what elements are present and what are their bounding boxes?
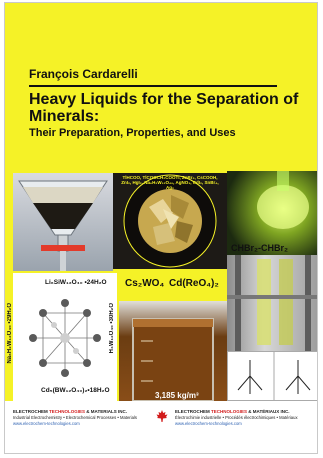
- publisher-right: ELECTROCHEM TECHNOLOGIES & MATÉRIAUX INC…: [175, 409, 298, 426]
- beaker-photo: [119, 301, 227, 403]
- glowing-flask-photo: [227, 171, 317, 255]
- structure-diagram: [227, 351, 317, 401]
- label-chbr: CHBr₂-CHBr₂: [231, 243, 288, 253]
- label-cswo: Cs₂WO₄: [125, 278, 165, 289]
- molecule-illustration: [13, 273, 117, 401]
- maple-leaf-icon: [155, 409, 169, 423]
- test-tube-rack-photo: [227, 255, 317, 351]
- crystals-circle-photo: TlHCOO, TlCOOCH₂COOTl, ZnBr₂, CsCOOH, Zn…: [113, 173, 227, 269]
- title-rule: [29, 85, 277, 87]
- book-subtitle: Their Preparation, Properties, and Uses: [29, 127, 236, 139]
- publisher-left: ELECTROCHEM TECHNOLOGIES & MATERIALS INC…: [13, 409, 137, 426]
- publisher-footer: ELECTROCHEM TECHNOLOGIES & MATERIALS INC…: [5, 401, 317, 453]
- circle-formula-text: TlHCOO, TlCOOCH₂COOTl, ZnBr₂, CsCOOH, Zn…: [121, 175, 219, 190]
- label-hwo: H₄W₁₂O₄₀ •30H₂O: [109, 303, 115, 354]
- label-cdreo: Cd(ReO₄)₂: [169, 278, 219, 289]
- author-name: François Cardarelli: [29, 67, 138, 81]
- book-cover: François Cardarelli Heavy Liquids for th…: [4, 2, 318, 454]
- separatory-funnel-photo: [13, 173, 113, 271]
- label-cdbw: Cd₅(BW₁₂O₄₀)₂•18H₂O: [41, 387, 110, 394]
- label-lisi: Li₆SiW₁₂O₄₀ •24H₂O: [45, 279, 107, 286]
- density-label: 3,185 kg/m³: [155, 391, 199, 400]
- book-title: Heavy Liquids for the Separation of Mine…: [29, 91, 299, 125]
- label-nah: Na₆H₂W₁₂O₄₀ •29H₂O: [7, 303, 13, 364]
